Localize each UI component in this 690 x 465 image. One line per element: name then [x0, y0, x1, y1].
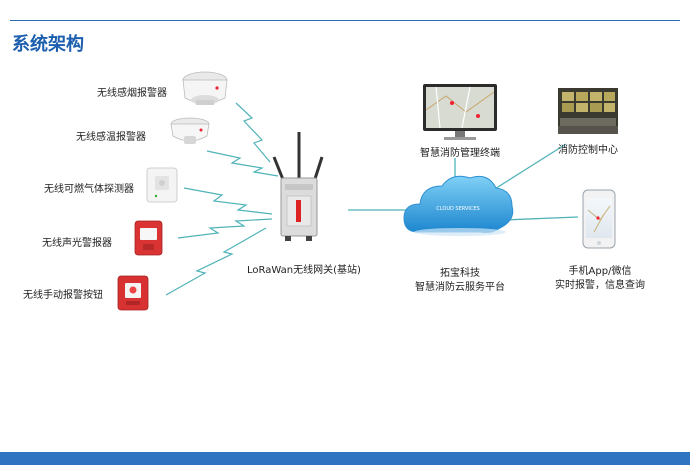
alarm-siren-icon [134, 220, 163, 256]
label-heat-detector: 无线感温报警器 [76, 132, 146, 143]
cloud-platform: 智慧消防云服务平台 [415, 282, 505, 293]
gas-detector-icon [146, 167, 178, 203]
wireless-link-gas [183, 187, 273, 215]
smoke-detector-icon [182, 71, 228, 105]
label-smoke-detector: 无线感烟报警器 [97, 88, 167, 99]
label-mobile-app: 手机App/微信 [568, 266, 632, 277]
control-room-icon [558, 88, 618, 134]
smartphone-icon [582, 189, 616, 249]
wireless-link-heat [206, 150, 279, 177]
page-title: 系统架构 [12, 34, 84, 55]
wireless-link-button [165, 227, 267, 296]
manual-call-point-icon [117, 275, 149, 311]
link-cloud-mobile [502, 216, 579, 221]
bottom-bar [0, 452, 690, 465]
heat-detector-icon [170, 117, 210, 144]
cloud-badge: CLOUD SERVICES [436, 206, 480, 212]
link-cloud-control [489, 143, 567, 193]
label-mobile-features: 实时报警，信息查询 [555, 280, 645, 291]
wireless-link-smoke [235, 102, 271, 163]
wireless-links [165, 102, 279, 296]
monitor-icon [423, 84, 497, 140]
cloud-company: 拓宝科技 [440, 268, 480, 279]
gateway-icon [272, 132, 324, 241]
label-gateway: LoRaWan无线网关(基站) [247, 265, 361, 276]
label-manual-call-point: 无线手动报警按钮 [23, 290, 103, 301]
label-terminal: 智慧消防管理终端 [420, 148, 500, 159]
label-gas-detector: 无线可燃气体探测器 [44, 184, 134, 195]
cloud-icon [403, 175, 514, 236]
top-rule [10, 20, 680, 21]
wireless-link-siren [177, 218, 273, 239]
label-alarm-siren: 无线声光警报器 [42, 238, 112, 249]
label-control-center: 消防控制中心 [558, 145, 618, 156]
